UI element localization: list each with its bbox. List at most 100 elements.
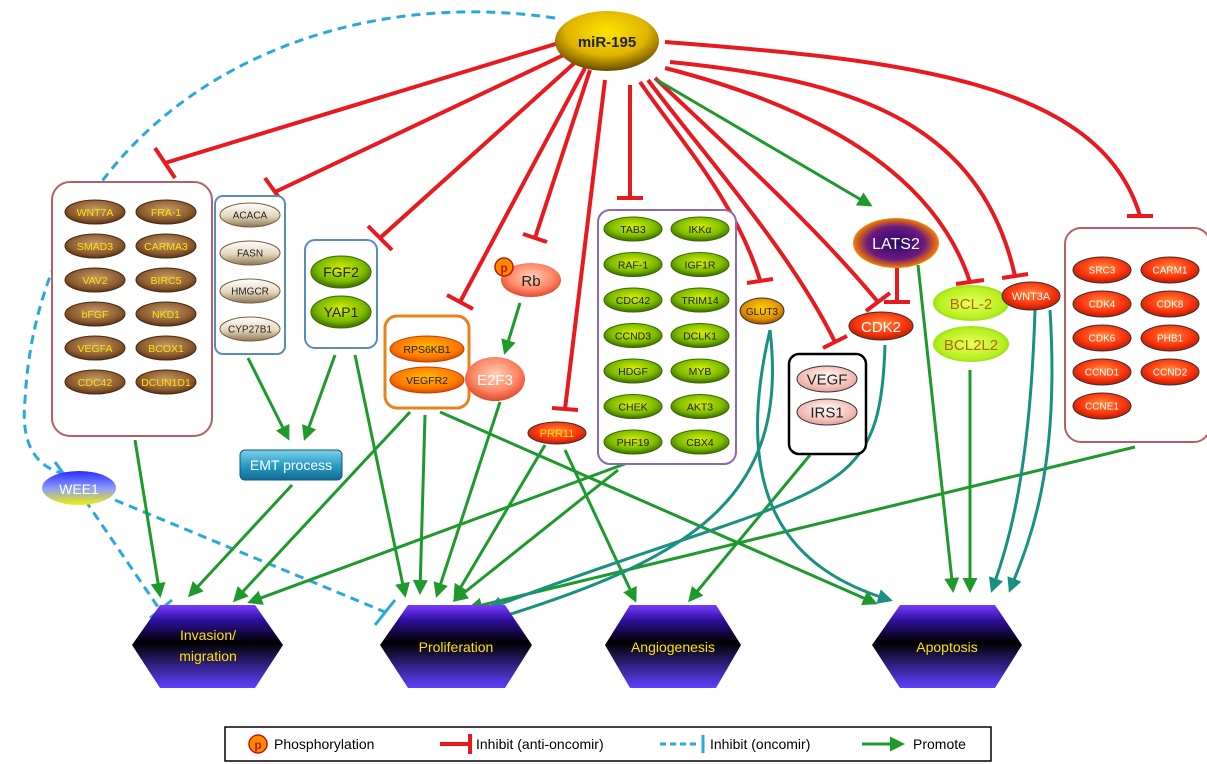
gene-node[interactable] xyxy=(670,323,730,348)
outcome-apoptosis-label: Apoptosis xyxy=(916,639,977,655)
gene-node[interactable] xyxy=(64,301,126,327)
gene-label: IRS1 xyxy=(810,404,843,421)
gene-label: CYP27B1 xyxy=(228,325,272,336)
gene-node[interactable] xyxy=(670,358,730,384)
wnt3a-node[interactable] xyxy=(1001,281,1061,311)
outcome-invasion-line2: migration xyxy=(179,648,237,664)
gene-node[interactable] xyxy=(670,429,730,455)
gene-label: CARM1 xyxy=(1152,266,1187,277)
gene-node[interactable] xyxy=(1140,290,1200,318)
bcl2l2-label: BCL2L2 xyxy=(944,337,998,354)
e2f3-node[interactable] xyxy=(465,357,525,401)
glut3-node[interactable] xyxy=(739,297,785,325)
gene-node[interactable] xyxy=(1072,256,1132,284)
gene-node[interactable] xyxy=(1140,324,1200,352)
group2-box xyxy=(214,195,286,355)
inhibit-lines xyxy=(153,40,1153,412)
gene-node[interactable] xyxy=(64,267,126,293)
gene-node[interactable] xyxy=(1072,290,1132,318)
gene-node[interactable] xyxy=(603,323,663,348)
gene-node[interactable] xyxy=(219,240,281,266)
outcome-proliferation[interactable] xyxy=(380,605,532,688)
gene-label: CCND2 xyxy=(1153,368,1188,379)
gene-node[interactable] xyxy=(603,252,663,277)
phospho-marker xyxy=(494,257,514,277)
gene-label: HMGCR xyxy=(231,287,269,298)
gene-node[interactable] xyxy=(796,365,858,393)
mir195-label: miR-195 xyxy=(578,34,636,51)
gene-node[interactable] xyxy=(1072,324,1132,352)
outcome-apoptosis[interactable] xyxy=(872,605,1022,688)
gene-label: FGF2 xyxy=(323,264,359,280)
cdk2-node[interactable] xyxy=(848,311,914,341)
gene-label: TAB3 xyxy=(620,224,646,236)
gene-node[interactable] xyxy=(135,199,197,225)
gene-node[interactable] xyxy=(135,233,197,259)
gene-node[interactable] xyxy=(603,287,663,313)
gene-node[interactable] xyxy=(219,316,281,342)
outcome-proliferation-label: Proliferation xyxy=(419,639,494,655)
gene-node[interactable] xyxy=(64,369,126,395)
gene-node[interactable] xyxy=(64,233,126,259)
bcl2l2-node[interactable] xyxy=(933,326,1009,362)
e2f3-label: E2F3 xyxy=(477,372,513,389)
gene-node[interactable] xyxy=(670,216,730,242)
gene-node[interactable] xyxy=(64,335,126,361)
gene-node[interactable] xyxy=(1140,256,1200,284)
gene-node[interactable] xyxy=(389,366,465,394)
gene-label: VEGF xyxy=(807,371,848,388)
bcl2-label: BCL-2 xyxy=(950,296,993,313)
gene-node[interactable] xyxy=(135,369,197,395)
gene-node[interactable] xyxy=(64,199,126,225)
wnt3a-label: WNT3A xyxy=(1012,291,1051,303)
gene-node[interactable] xyxy=(796,398,858,426)
prr11-node[interactable] xyxy=(527,421,587,445)
rb-label: Rb xyxy=(521,273,540,290)
gene-node[interactable] xyxy=(603,429,663,455)
gene-node[interactable] xyxy=(310,295,372,329)
gene-label: AKT3 xyxy=(687,401,713,413)
gene-label: CDC42 xyxy=(78,377,113,389)
gene-node[interactable] xyxy=(1072,358,1132,386)
gene-node[interactable] xyxy=(135,267,197,293)
phospho-marker-label: p xyxy=(500,261,507,275)
gene-label: VAV2 xyxy=(82,275,107,287)
cdk2-label: CDK2 xyxy=(861,319,901,336)
gene-label: DCLK1 xyxy=(683,330,717,342)
gene-node[interactable] xyxy=(670,394,730,419)
gene-node[interactable] xyxy=(135,301,197,327)
gene-node[interactable] xyxy=(389,335,465,363)
wee1-node[interactable] xyxy=(42,471,116,505)
gene-node[interactable] xyxy=(603,358,663,384)
gene-label: HDGF xyxy=(618,366,648,378)
outcome-angiogenesis[interactable] xyxy=(605,605,741,688)
gene-node[interactable] xyxy=(670,287,730,313)
gene-node[interactable] xyxy=(1140,358,1200,386)
gene-node[interactable] xyxy=(670,252,730,277)
gene-node[interactable] xyxy=(135,335,197,361)
gene-label: IKKα xyxy=(689,224,712,236)
gene-label: SMAD3 xyxy=(77,241,113,253)
gene-label: RAF-1 xyxy=(618,259,648,271)
gene-node[interactable] xyxy=(1072,392,1132,420)
outcome-invasion-migration[interactable] xyxy=(132,605,283,688)
emt-process-node[interactable] xyxy=(239,449,343,481)
gene-label: FRA-1 xyxy=(151,207,181,219)
gene-node[interactable] xyxy=(310,255,372,289)
gene-label: CBX4 xyxy=(686,437,714,449)
gene-node[interactable] xyxy=(219,278,281,304)
gene-node[interactable] xyxy=(603,394,663,419)
gene-node[interactable] xyxy=(603,216,663,242)
gene-node[interactable] xyxy=(219,202,281,228)
gene-label: ACACA xyxy=(233,211,268,222)
gene-label: CHEK xyxy=(618,401,647,413)
gene-label: DCUN1D1 xyxy=(141,377,191,389)
gene-label: TRIM14 xyxy=(681,295,719,307)
rb-node[interactable] xyxy=(501,263,561,297)
mir195-node[interactable] xyxy=(555,11,659,71)
bcl2-node[interactable] xyxy=(933,285,1009,321)
lats2-node[interactable] xyxy=(853,218,939,268)
legend-phosphorylation: Phosphorylation xyxy=(274,736,374,752)
